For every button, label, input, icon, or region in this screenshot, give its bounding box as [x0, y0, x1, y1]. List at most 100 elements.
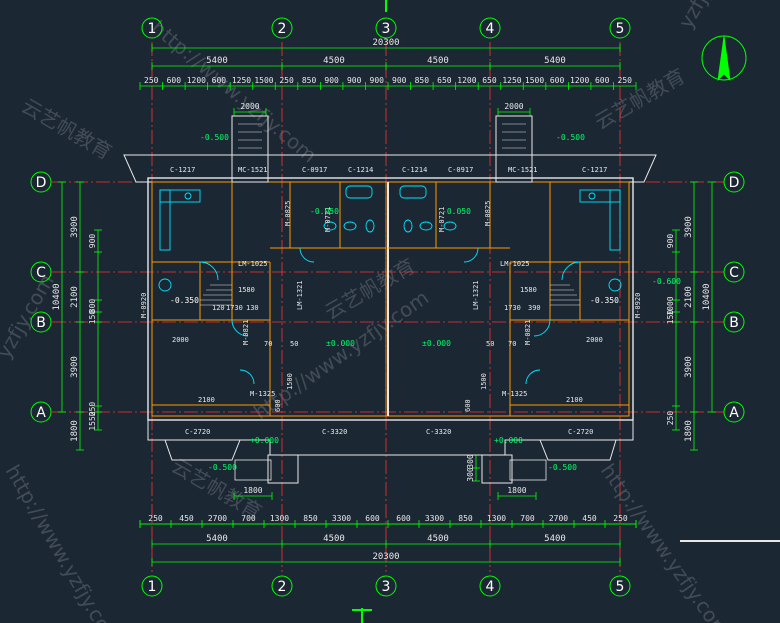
elevation-label: ±0.000: [326, 339, 355, 348]
room-dim: 50: [486, 340, 494, 348]
room-dim: 1580: [520, 286, 537, 294]
dimension-text: 10400: [702, 283, 712, 310]
dimension-text: 1200: [187, 76, 206, 85]
axis-bubble: [141, 575, 163, 597]
dimension-text: 850: [415, 76, 430, 85]
dimension-text: 300: [466, 467, 475, 482]
dimension-text: 850: [458, 514, 473, 523]
dimension-text: 1000: [666, 296, 675, 315]
window-label: C-0917: [448, 166, 473, 174]
axis-bubble: [723, 311, 745, 333]
door-label: LM-1025: [500, 260, 530, 268]
kitchen-counter-icon: [609, 189, 621, 251]
axis-label: 5: [616, 21, 625, 37]
water-heater-icon: [608, 278, 622, 292]
elevation-label: -0.050: [310, 207, 339, 216]
room-dim: 130: [246, 304, 259, 312]
dimension-text: 2000: [504, 102, 523, 111]
dimension-text: 300: [466, 454, 475, 469]
window-label: C-1214: [348, 166, 373, 174]
door-label: MC-1521: [238, 166, 268, 174]
axis-bubble: [30, 171, 52, 193]
dimension-text: 800: [88, 299, 97, 314]
dimension-text: 600: [550, 76, 565, 85]
elevation-label: -0.500: [556, 133, 585, 142]
dimension-text: 700: [520, 514, 535, 523]
dimension-text: 600: [396, 514, 411, 523]
room-dim: 1730: [226, 304, 243, 312]
dimension-text: 600: [595, 76, 610, 85]
dimension-text: 250: [279, 76, 294, 85]
axis-bubble: [30, 311, 52, 333]
dimension-text: 3900: [684, 356, 694, 378]
axis-label: 1: [148, 21, 157, 37]
dimension-text: 1500: [254, 76, 273, 85]
dimension-text: 1300: [487, 514, 506, 523]
door-label: LM-1321: [472, 280, 480, 310]
dimension-text: 3300: [425, 514, 444, 523]
elevation-label: +0.000: [250, 436, 279, 445]
dimension-text: 4500: [323, 56, 345, 66]
sink-icon: [419, 221, 433, 231]
room-dim: 1500: [480, 373, 488, 390]
toilet-icon: [403, 219, 413, 233]
door-label: LM-1321: [296, 280, 304, 310]
door-label: M-0721: [324, 207, 332, 232]
room-dim: 1580: [238, 286, 255, 294]
dimension-text: 900: [370, 76, 385, 85]
axis-bubble: [375, 575, 397, 597]
door-swing-icon: [525, 369, 541, 385]
dimension-text: 900: [88, 234, 97, 249]
elevation-label: ±0.000: [422, 339, 451, 348]
axis-label: D: [36, 175, 47, 191]
dimension-text: 850: [302, 76, 317, 85]
elevation-label: -0.600: [652, 277, 681, 286]
dimension-text: 4500: [427, 534, 449, 544]
dimension-text: 250: [144, 76, 159, 85]
window-label: C-1217: [170, 166, 195, 174]
elevation-label: -0.500: [548, 463, 577, 472]
kitchen-counter-icon: [159, 189, 171, 251]
axis-label: B: [729, 315, 739, 331]
axis-bubble: [375, 17, 397, 39]
dimension-text: 600: [365, 514, 380, 523]
axis-label: A: [36, 405, 46, 421]
axis-label: A: [729, 405, 739, 421]
dimension-text: 4500: [427, 56, 449, 66]
axis-bubble: [723, 401, 745, 423]
dimension-text: 650: [437, 76, 452, 85]
sink-icon: [184, 192, 192, 200]
door-label: M-0825: [284, 201, 292, 226]
dimension-text: 20300: [372, 552, 399, 562]
room-dim: 2000: [586, 336, 603, 344]
dimension-text: 250: [148, 514, 163, 523]
axis-bubble: [30, 401, 52, 423]
axis-bubble: [479, 575, 501, 597]
elevation-markers: -0.500 -0.500 -0.350 -0.350 -0.600 -0.05…: [170, 133, 681, 472]
dimension-text: 5400: [206, 56, 228, 66]
dimension-text: 1200: [457, 76, 476, 85]
door-label: M-0821: [524, 320, 532, 345]
dimension-text: 1250: [232, 76, 251, 85]
axis-bubble: [271, 575, 293, 597]
elevation-label: +0.000: [494, 436, 523, 445]
dimension-text: 250: [613, 514, 628, 523]
water-heater-icon: [158, 278, 172, 292]
dimension-text: 1800: [684, 420, 694, 442]
dimension-text: 900: [324, 76, 339, 85]
axis-bubble: [141, 17, 163, 39]
axis-bubble: [30, 261, 52, 283]
dimension-text: 20300: [372, 38, 399, 48]
dimension-lines: [58, 44, 716, 566]
room-dim: 2100: [198, 396, 215, 404]
door-label: M-1325: [250, 390, 275, 398]
door-label: MC-1521: [508, 166, 538, 174]
axis-label: 4: [486, 579, 495, 595]
dimension-text: 900: [392, 76, 407, 85]
axis-label: 1: [148, 579, 157, 595]
door-label: M-0721: [438, 207, 446, 232]
door-label: M-1325: [502, 390, 527, 398]
